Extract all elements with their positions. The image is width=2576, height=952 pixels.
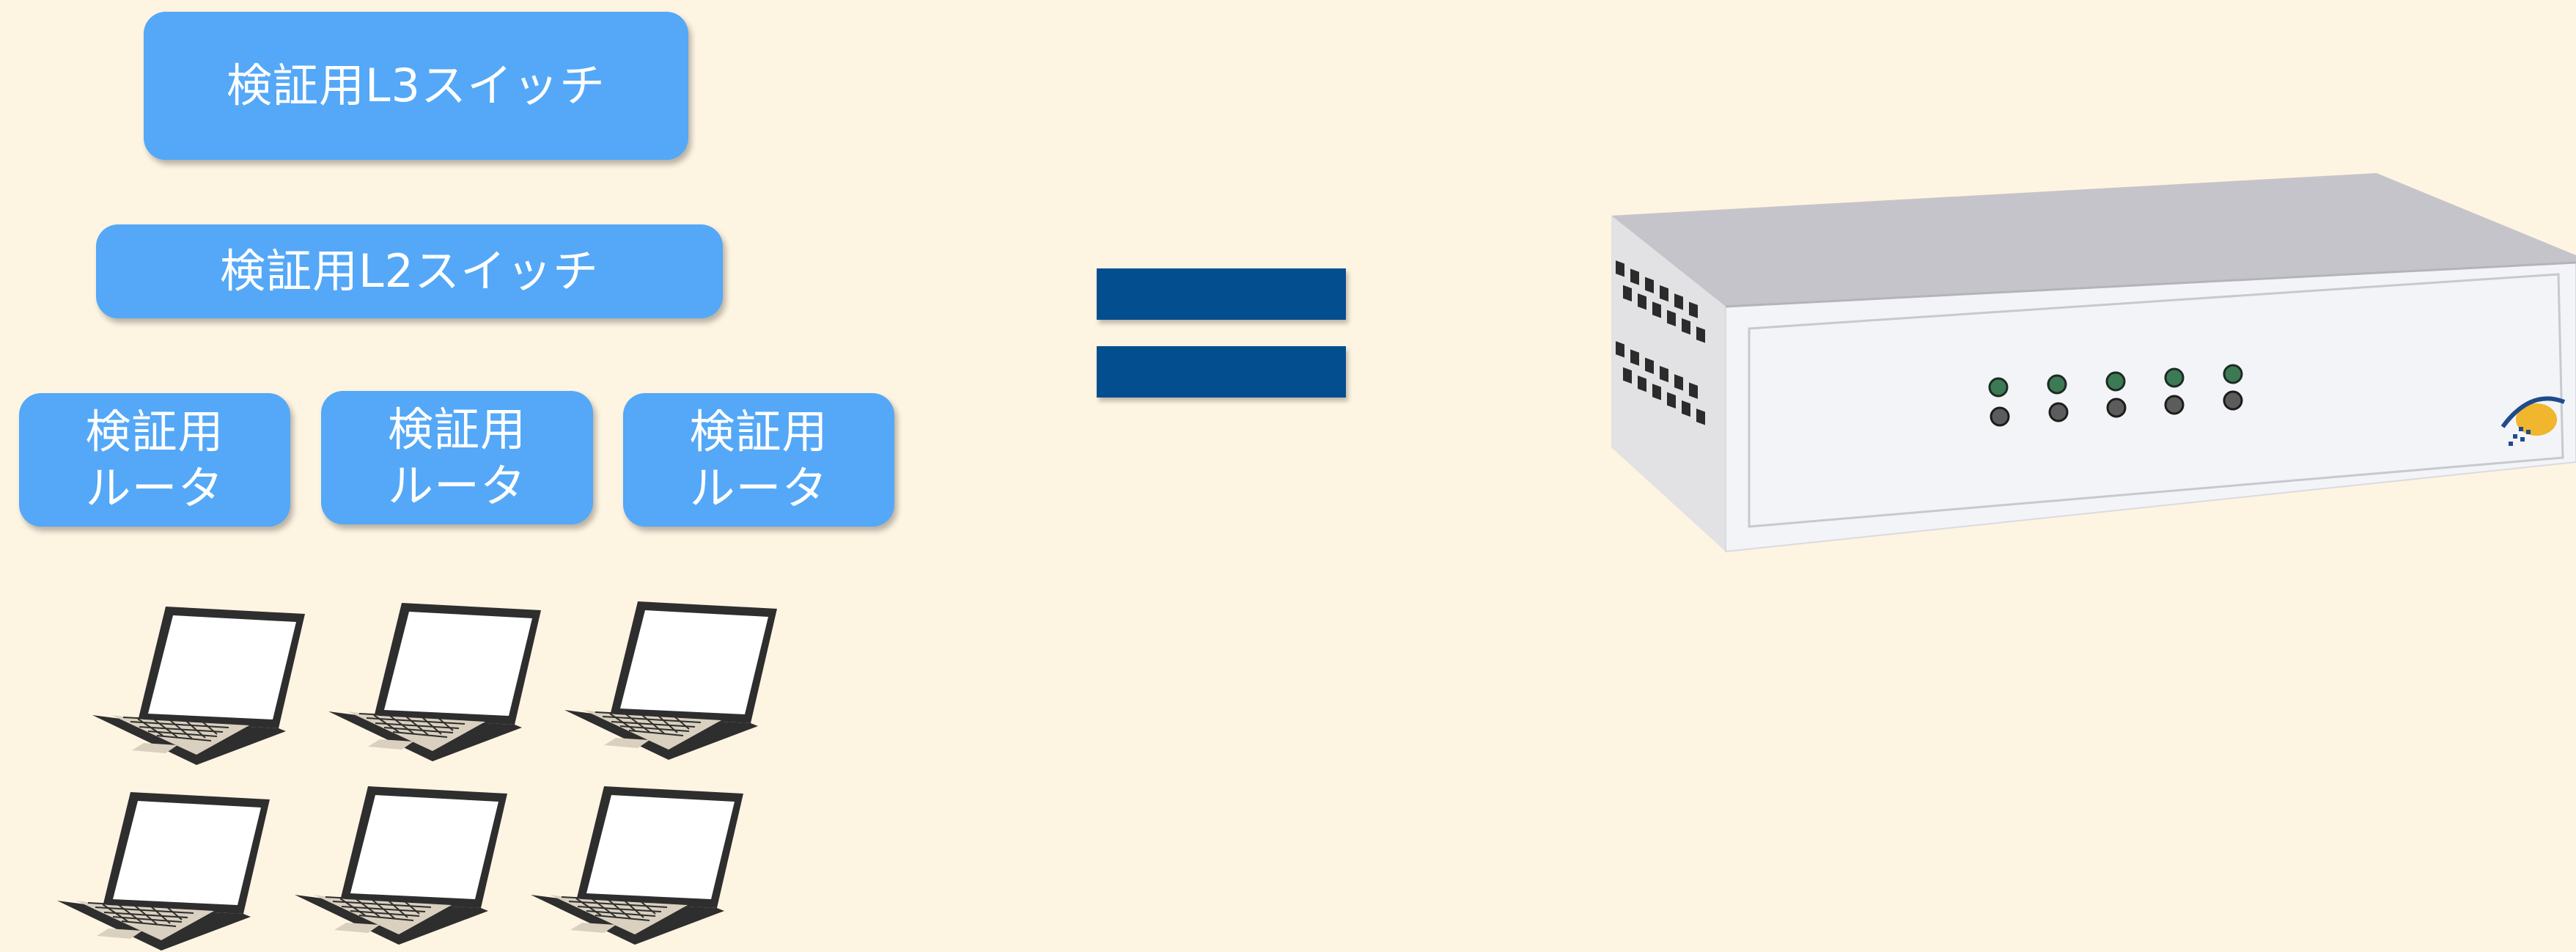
router-label: 検証用 ルータ — [689, 403, 828, 517]
router-box: 検証用 ルータ — [321, 391, 593, 524]
laptop-icon — [323, 594, 542, 763]
laptop-icon — [525, 777, 745, 946]
l2-switch-box: 検証用L2スイッチ — [96, 224, 723, 318]
l3-switch-label: 検証用L3スイッチ — [227, 57, 606, 114]
equals-sign-top-bar — [1097, 268, 1346, 320]
router-box: 検証用 ルータ — [623, 393, 894, 527]
l2-switch-label: 検証用L2スイッチ — [220, 243, 599, 300]
laptop-icon — [289, 777, 509, 946]
laptop-icon — [559, 593, 779, 761]
l3-switch-box: 検証用L3スイッチ — [144, 12, 688, 160]
router-label: 検証用 ルータ — [85, 403, 224, 517]
router-label: 検証用 ルータ — [388, 401, 526, 515]
router-box: 検証用 ルータ — [19, 393, 290, 527]
network-appliance-image — [1605, 169, 2576, 557]
laptop-icon — [51, 783, 271, 952]
equals-sign-bottom-bar — [1097, 346, 1346, 398]
laptop-icon — [87, 598, 306, 766]
